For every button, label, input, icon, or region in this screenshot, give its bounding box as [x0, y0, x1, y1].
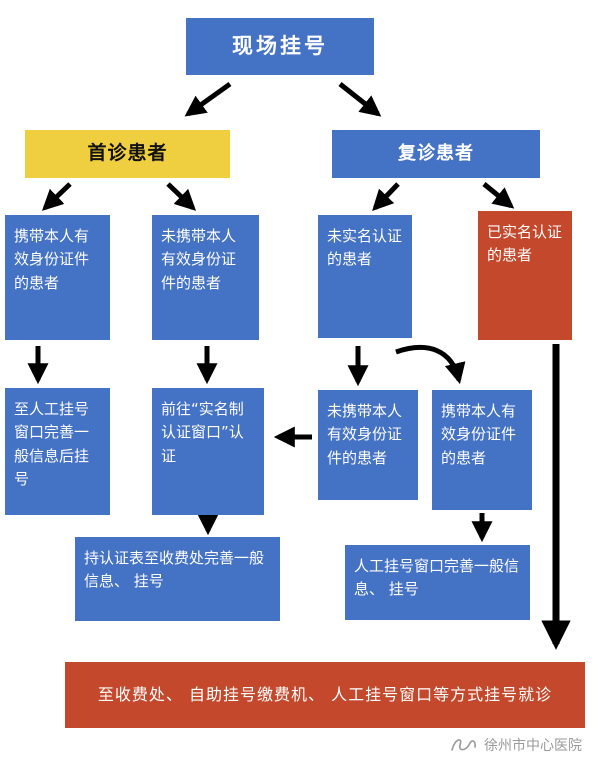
node-return-visit-patient: 复诊患者 — [332, 130, 540, 178]
node-patient-not-verified: 未实名认证的患者 — [318, 215, 412, 338]
node-return-patient-without-id: 未携带本人有效身份证件的患者 — [318, 390, 418, 500]
node-patient-without-id: 未携带本人有效身份证件的患者 — [152, 215, 259, 340]
node-patient-with-id: 携带本人有效身份证件的患者 — [5, 215, 110, 340]
hospital-signature: 徐州市中心医院 — [449, 735, 582, 755]
arrow-return-to-not-verified — [372, 182, 400, 212]
node-auth-form-register: 持认证表至收费处完善一般信息、 挂号 — [75, 537, 280, 621]
node-return-patient-with-id: 携带本人有效身份证件的患者 — [432, 390, 532, 510]
node-manual-window-register: 至人工挂号窗口完善一般信息后挂号 — [5, 388, 110, 515]
node-final-registration-methods: 至收费处、 自助挂号缴费机、 人工挂号窗口等方式挂号就诊 — [65, 662, 585, 728]
node-patient-verified: 已实名认证的患者 — [478, 211, 572, 340]
arrow-first-to-with-id — [41, 182, 72, 211]
arrow-root-to-return-visit — [338, 82, 382, 117]
arrow-first-to-without-id — [166, 182, 197, 211]
node-manual-window-complete: 人工挂号窗口完善一般信息、 挂号 — [345, 545, 530, 620]
arrow-not-verified-to-with-id-return — [395, 345, 466, 385]
node-go-auth-window: 前往“实名制认证窗口”认证 — [152, 388, 264, 515]
node-onsite-registration: 现场挂号 — [186, 18, 374, 75]
hospital-logo-icon — [451, 739, 476, 751]
hospital-name: 徐州市中心医院 — [484, 738, 582, 754]
arrow-root-to-first-visit — [184, 81, 232, 117]
node-first-visit-patient: 首诊患者 — [25, 130, 230, 178]
arrow-return-to-verified — [482, 182, 515, 209]
